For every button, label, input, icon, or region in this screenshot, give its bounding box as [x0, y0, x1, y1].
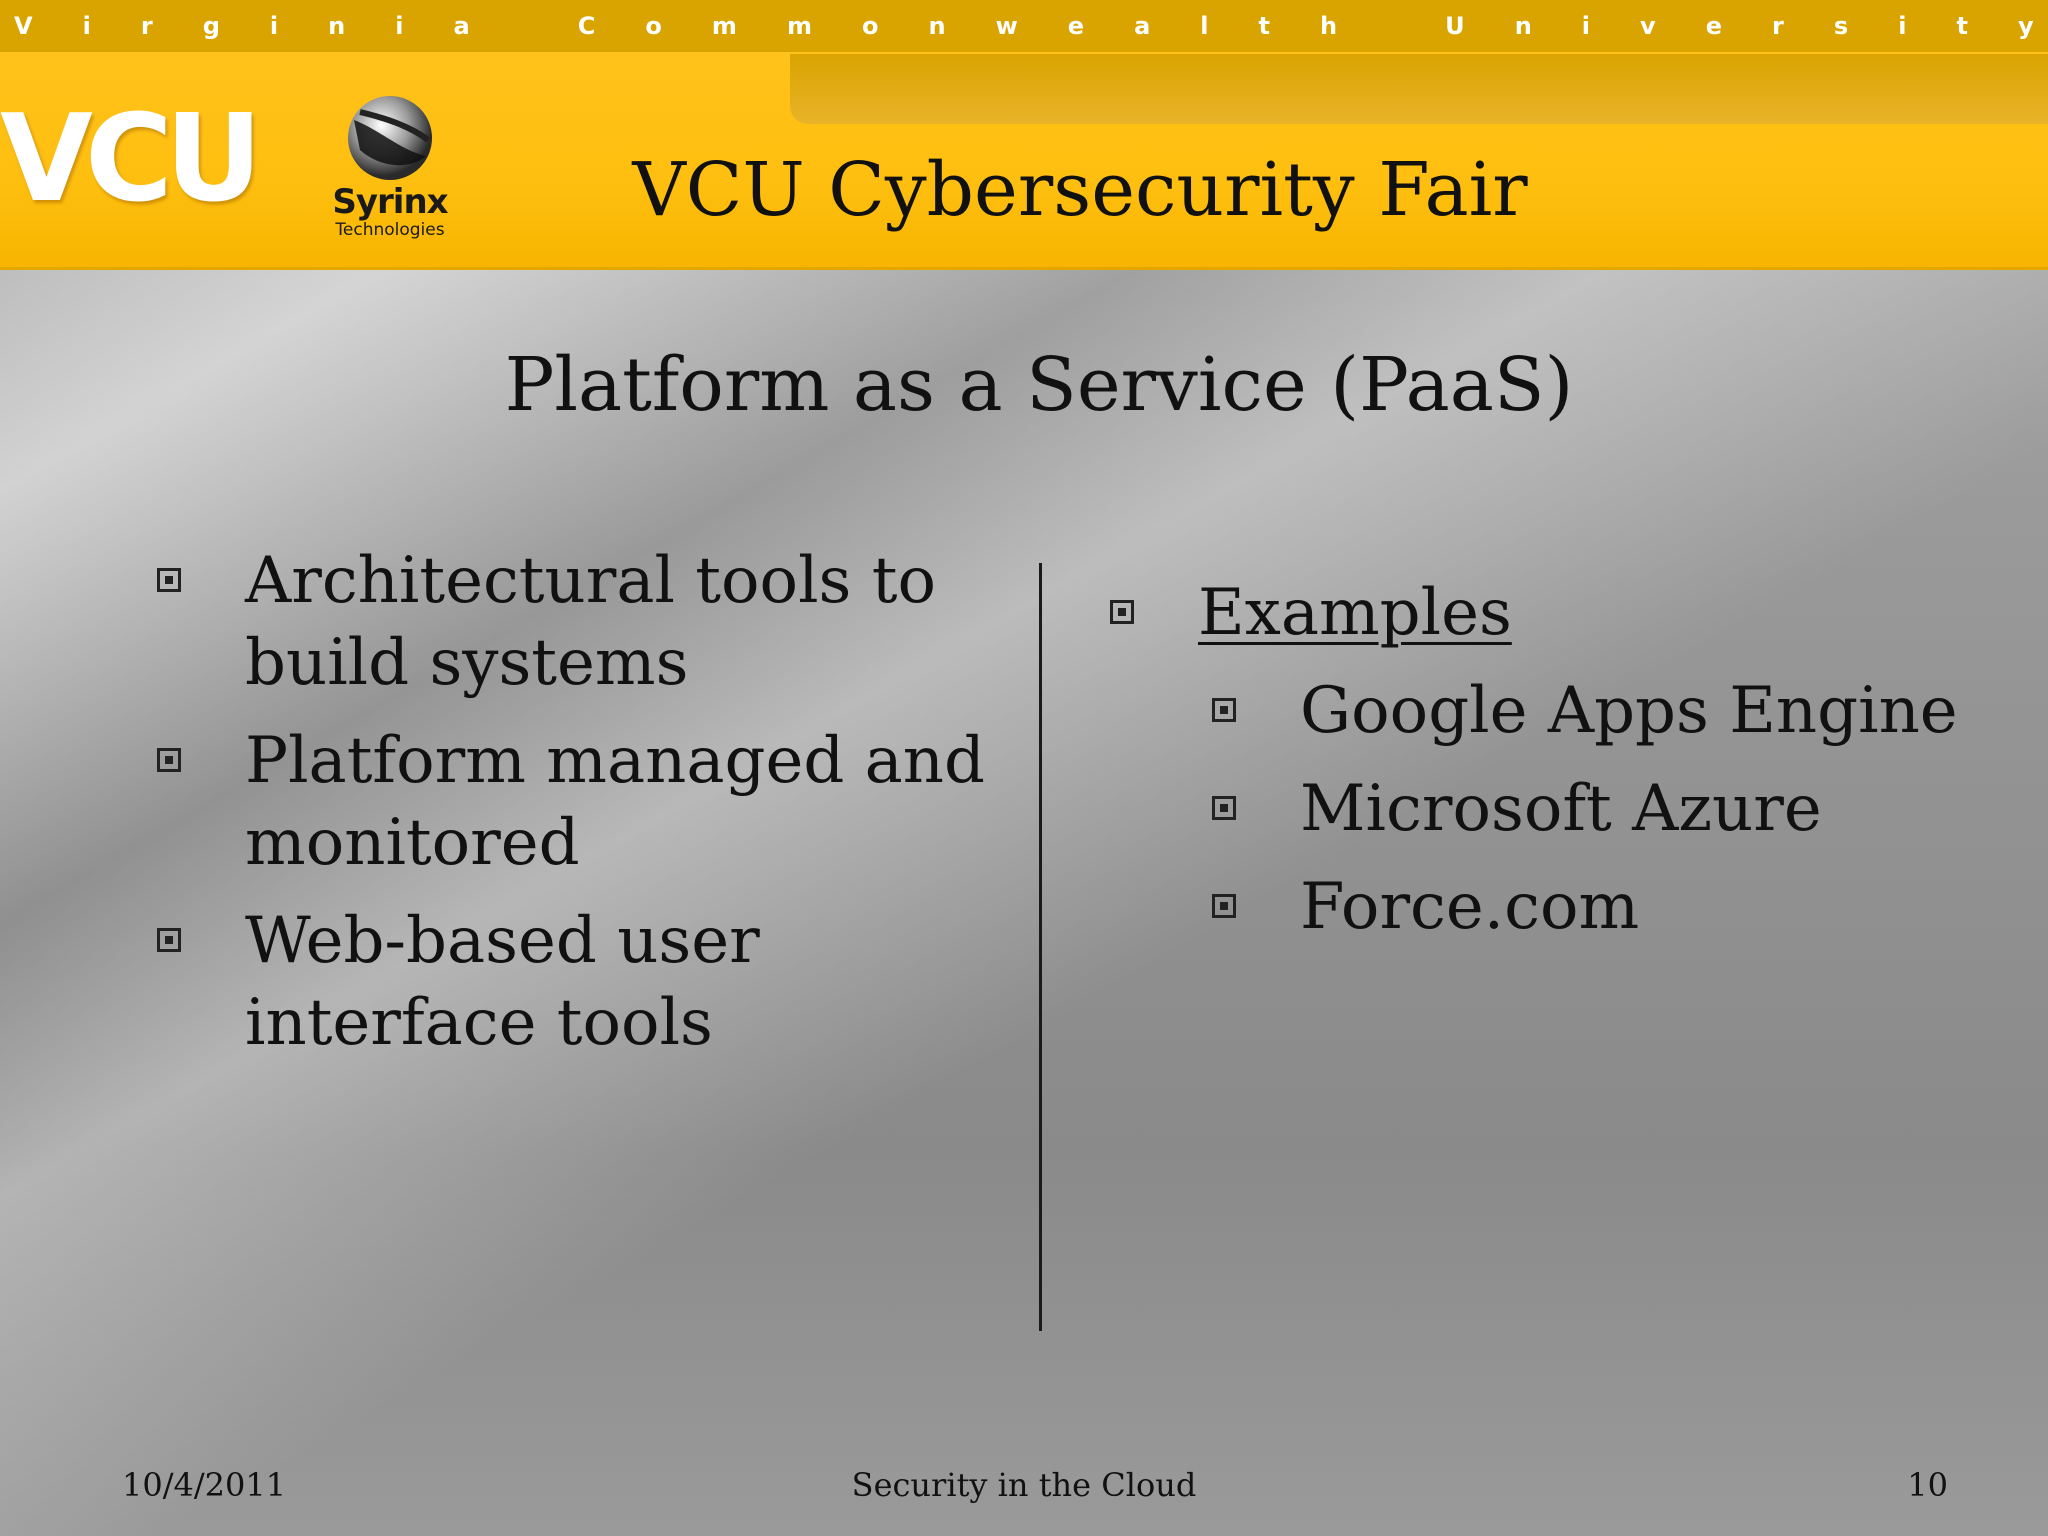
examples-heading: Examples	[1108, 572, 2028, 654]
banner-tab	[790, 54, 2048, 124]
university-letter: e	[1067, 12, 1085, 40]
university-letter: U	[1445, 12, 1465, 40]
bullet-text: Architectural tools to build systems	[245, 544, 936, 700]
university-letter: s	[1833, 12, 1849, 40]
list-item: Microsoft Azure	[1210, 768, 2028, 850]
university-letter: o	[861, 12, 879, 40]
university-letter: r	[140, 12, 153, 40]
bullet-item: Web-based user interface tools	[155, 900, 1025, 1064]
examples-link[interactable]: Examples	[1198, 576, 1512, 650]
syrinx-logo: Syrinx Technologies	[330, 90, 450, 250]
list-item: Force.com	[1210, 866, 2028, 948]
column-divider	[1039, 563, 1042, 1331]
university-letter: r	[1772, 12, 1784, 40]
syrinx-globe-icon	[348, 96, 432, 180]
example-text: Force.com	[1300, 870, 1640, 944]
university-letter: o	[645, 12, 662, 40]
bullet-item: Platform managed and monitored	[155, 720, 1025, 884]
university-strip	[0, 0, 2048, 52]
university-letter: m	[711, 12, 737, 40]
university-letter: e	[1705, 12, 1722, 40]
university-letter: V	[14, 12, 33, 40]
bullet-text: Platform managed and monitored	[245, 724, 985, 880]
bullet-text: Web-based user interface tools	[245, 904, 760, 1060]
square-bullet-icon	[1110, 600, 1134, 624]
university-letter: a	[453, 12, 470, 40]
university-letter: i	[269, 12, 279, 40]
vcu-logo: VCU	[0, 90, 262, 229]
university-letter: i	[1898, 12, 1907, 40]
page-number: 10	[1907, 1466, 1948, 1504]
university-letter: g	[202, 12, 220, 40]
university-letter: t	[1258, 12, 1271, 40]
right-column: Examples Google Apps Engine Microsoft Az…	[1108, 572, 2028, 964]
university-letter: v	[1640, 12, 1656, 40]
university-letter: i	[82, 12, 91, 40]
university-letter: y	[2017, 12, 2034, 40]
university-letter: C	[577, 12, 596, 40]
university-letter: t	[1956, 12, 1968, 40]
university-letter: n	[928, 12, 946, 40]
university-letter: n	[328, 12, 346, 40]
square-bullet-icon	[1212, 698, 1236, 722]
list-item: Google Apps Engine	[1210, 670, 2028, 752]
university-letter: i	[395, 12, 404, 40]
square-bullet-icon	[157, 748, 181, 772]
footer-title: Security in the Cloud	[851, 1466, 1197, 1504]
university-letter: w	[995, 12, 1018, 40]
left-column: Architectural tools to build systems Pla…	[155, 540, 1025, 1080]
footer-date: 10/4/2011	[122, 1466, 287, 1504]
university-letter: h	[1320, 12, 1338, 40]
university-letter: l	[1200, 12, 1209, 40]
square-bullet-icon	[1212, 894, 1236, 918]
university-letter: m	[786, 12, 812, 40]
slide-title: Platform as a Service (PaaS)	[504, 342, 1574, 428]
header-title: VCU Cybersecurity Fair	[632, 147, 1528, 233]
square-bullet-icon	[157, 928, 181, 952]
square-bullet-icon	[1212, 796, 1236, 820]
example-text: Microsoft Azure	[1300, 772, 1822, 846]
example-text: Google Apps Engine	[1300, 674, 1958, 748]
university-letter: a	[1134, 12, 1151, 40]
university-letter: n	[1514, 12, 1532, 40]
university-letter: i	[1581, 12, 1591, 40]
syrinx-subtitle: Technologies	[335, 220, 445, 240]
examples-list: Google Apps Engine Microsoft Azure Force…	[1108, 670, 2028, 948]
square-bullet-icon	[157, 568, 181, 592]
bullet-item: Architectural tools to build systems	[155, 540, 1025, 704]
syrinx-name: Syrinx	[332, 182, 448, 222]
